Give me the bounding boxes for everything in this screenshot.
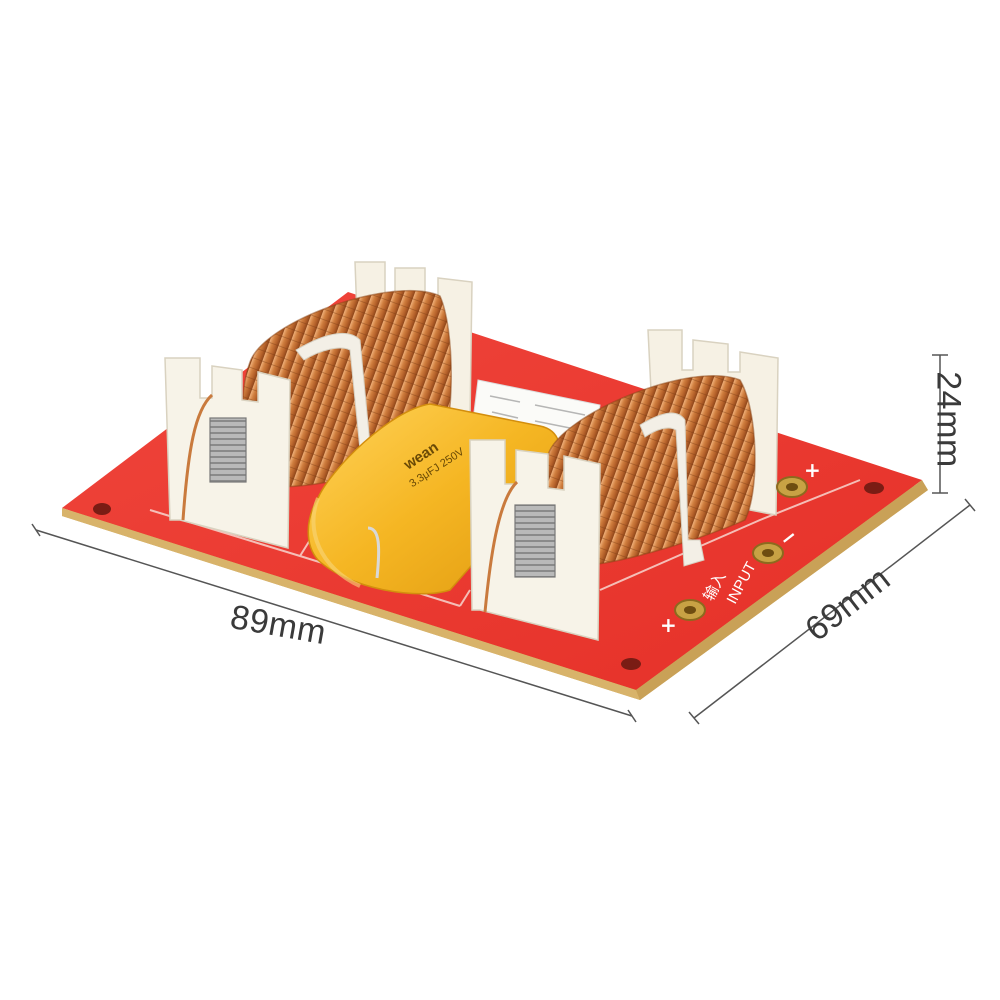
mounting-holes — [93, 482, 884, 670]
terminal-plus-top — [776, 476, 808, 498]
height-dimension-label: 24mm — [929, 371, 968, 468]
plus-mark-bottom: + — [660, 613, 677, 637]
terminal-minus — [752, 542, 784, 564]
dimension-lines — [31, 354, 976, 725]
inductor-left — [164, 261, 473, 549]
plus-mark-top: + — [804, 458, 821, 482]
inductor-right — [469, 329, 779, 641]
terminal-plus-bottom — [674, 599, 706, 621]
